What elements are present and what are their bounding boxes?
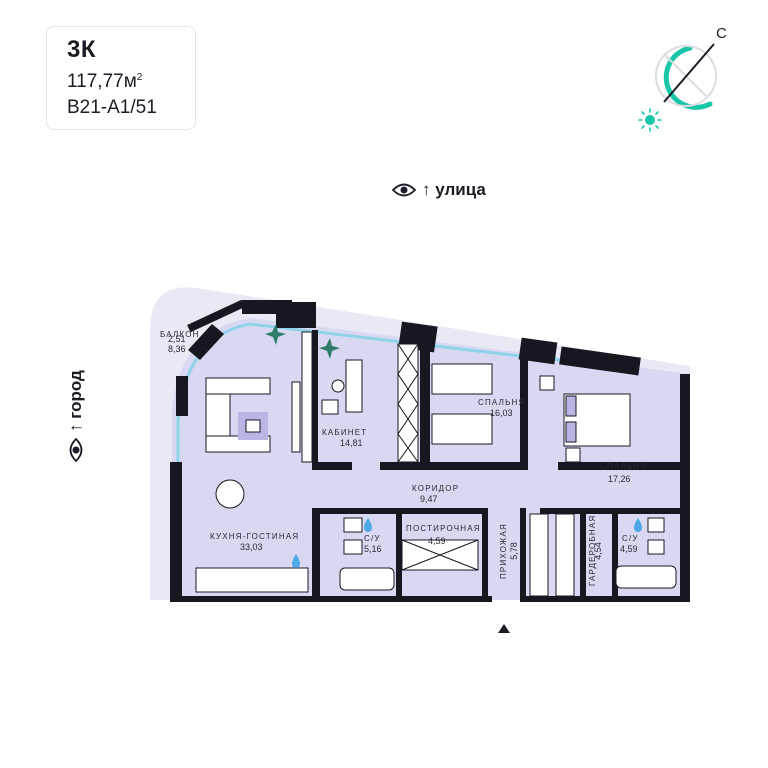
room-study-area: 14,81 [340, 438, 363, 448]
street-label: ↑ улица [422, 180, 486, 199]
compass-icon: С [638, 25, 727, 132]
room-bath2-area: 4,59 [620, 544, 638, 554]
room-wardrobe-area: 4,54 [593, 542, 603, 560]
living-furniture [205, 377, 301, 509]
entrance-marker-icon [498, 624, 510, 633]
room-balcony-area2: 8,36 [168, 344, 186, 354]
room-balcony-area1: 2,51 [168, 334, 186, 344]
room-study-label: КАБИНЕТ [322, 428, 368, 437]
room-laundry-label: ПОСТИРОЧНАЯ [406, 524, 481, 533]
room-laundry-area: 4,59 [428, 536, 446, 546]
water-drop-icon [292, 518, 642, 568]
room-bedroom2-area: 17,26 [608, 474, 631, 484]
room-corridor-area: 9,47 [420, 494, 438, 504]
room-hall-label: ПРИХОЖАЯ [499, 522, 508, 580]
room-living-area: 33,03 [240, 542, 263, 552]
walls [170, 299, 690, 602]
room-living-label: КУХНЯ-ГОСТИНАЯ [210, 532, 300, 541]
sun-icon [638, 108, 662, 132]
room-bedroom1-area: 16,03 [490, 408, 513, 418]
plant-icon [265, 324, 340, 359]
room-hall-area: 5,78 [509, 542, 519, 560]
room-bath1-label: С/У [364, 534, 381, 543]
apartment-code: В21-А1/51 [67, 97, 157, 118]
room-balcony-label: БАЛКОН [160, 330, 200, 339]
room-bath1-area: 5,16 [364, 544, 382, 554]
apartment-info-card: 3К 117,77м2 В21-А1/51 [46, 26, 196, 130]
eye-icon [69, 438, 83, 462]
apartment-type: 3К [67, 36, 96, 63]
room-corridor-label: КОРИДОР [412, 484, 460, 493]
room-bedroom2-label: СПАЛЬНЯ [600, 462, 648, 471]
eye-icon [392, 183, 416, 197]
apartment-area: 117,77м2 [67, 71, 143, 92]
room-bath2-label: С/У [622, 534, 639, 543]
city-direction: ↑ город [66, 370, 86, 462]
room-bedroom1-label: СПАЛЬНЯ [478, 398, 526, 407]
north-letter: С [716, 25, 727, 42]
street-direction: ↑ улица [392, 178, 486, 202]
